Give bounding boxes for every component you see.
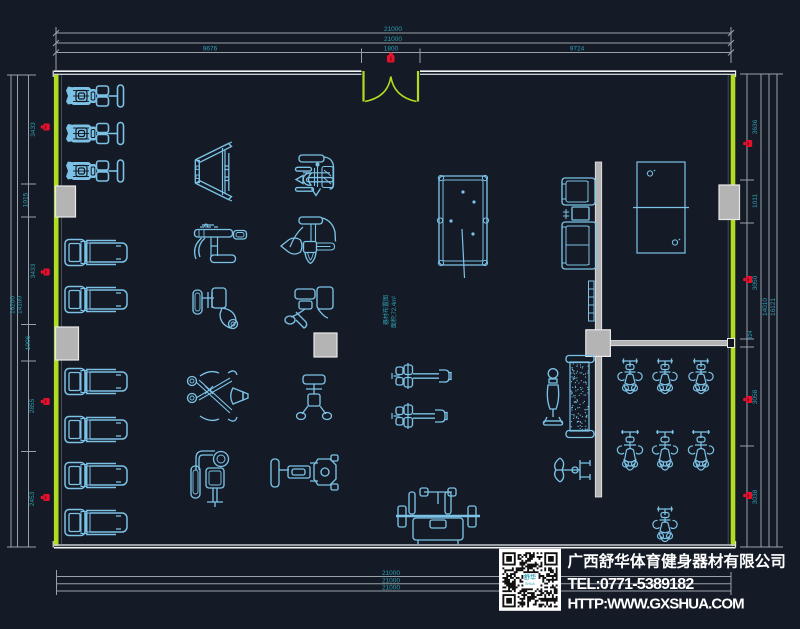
- svg-text:1006: 1006: [25, 335, 32, 350]
- svg-text:21000: 21000: [384, 26, 402, 33]
- svg-text:14100: 14100: [17, 296, 24, 314]
- svg-text:SHUA: SHUA: [525, 582, 535, 586]
- svg-text:324: 324: [748, 330, 754, 339]
- svg-text:面积:72.4m²: 面积:72.4m²: [390, 296, 398, 328]
- svg-text:3433: 3433: [30, 263, 37, 278]
- svg-text:21000: 21000: [382, 570, 400, 577]
- svg-text:TEL:0771-5389182: TEL:0771-5389182: [568, 576, 695, 593]
- svg-text:舒华: 舒华: [524, 573, 536, 581]
- svg-text:1015: 1015: [23, 192, 30, 207]
- svg-text:广西舒华体育健身器材有限公司: 广西舒华体育健身器材有限公司: [568, 552, 786, 571]
- svg-text:9676: 9676: [203, 46, 218, 53]
- svg-text:21000: 21000: [382, 577, 400, 584]
- svg-text:14010: 14010: [762, 298, 769, 316]
- svg-text:器材布置图: 器材布置图: [382, 295, 390, 325]
- svg-text:3050: 3050: [752, 275, 759, 290]
- svg-text:21000: 21000: [382, 585, 400, 592]
- svg-text:1800: 1800: [384, 46, 399, 53]
- svg-text:16121: 16121: [770, 298, 777, 316]
- svg-text:3058: 3058: [752, 389, 759, 404]
- svg-text:2855: 2855: [29, 398, 36, 413]
- svg-text:16200: 16200: [10, 296, 17, 314]
- svg-text:21000: 21000: [384, 36, 402, 43]
- svg-text:3038: 3038: [752, 489, 759, 504]
- svg-text:3433: 3433: [30, 122, 37, 137]
- svg-text:2453: 2453: [29, 491, 36, 506]
- svg-text:1011: 1011: [752, 194, 759, 208]
- svg-text:9724: 9724: [570, 46, 585, 53]
- svg-text:3636: 3636: [752, 119, 759, 134]
- svg-text:HTTP:WWW.GXSHUA.COM: HTTP:WWW.GXSHUA.COM: [568, 596, 745, 613]
